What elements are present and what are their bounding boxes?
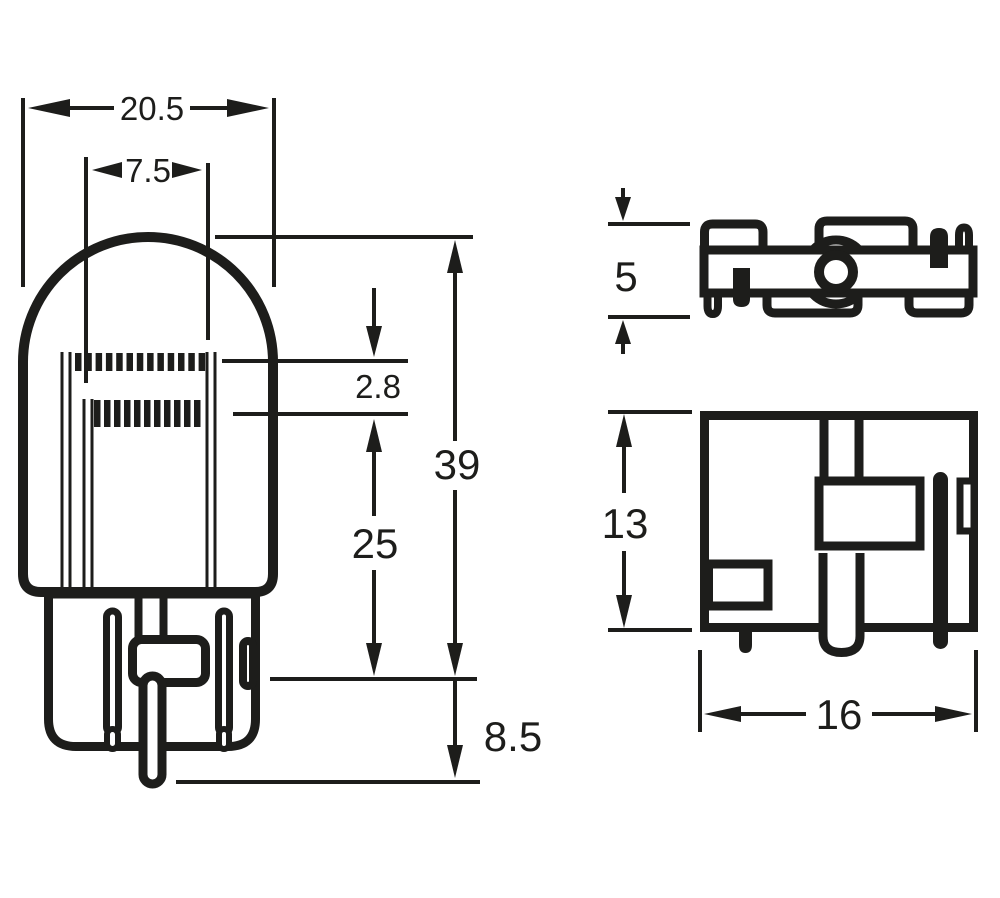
base-right-tab	[239, 637, 257, 690]
bottom-tab-center	[762, 290, 863, 318]
arrowhead-down	[615, 197, 631, 221]
arrowhead-right	[227, 99, 269, 117]
arrowhead-down	[366, 326, 382, 357]
dim-label-overall-length: 39	[434, 441, 481, 488]
dimension-side-height: 13	[602, 410, 692, 632]
base-slot-left	[103, 607, 122, 737]
arrowhead-down	[366, 643, 382, 676]
arrowhead-left	[28, 99, 70, 117]
base-top-view: 5	[608, 188, 978, 354]
filament-coil-upper	[75, 353, 206, 371]
arrowhead-left	[704, 706, 741, 722]
arrowhead-right	[935, 706, 972, 722]
base-slot-left-lower	[104, 726, 121, 752]
dimension-base-height: 5	[608, 188, 690, 354]
arrowhead-down	[447, 643, 463, 676]
dim-label-side-height: 13	[602, 500, 649, 547]
contact-wire-side	[933, 472, 948, 649]
base-center-stem	[134, 592, 168, 640]
dimension-side-width: 16	[698, 650, 978, 738]
glass-seat-box	[814, 476, 925, 551]
dimension-filament-spacing: 2.8	[222, 288, 408, 416]
glass-channel	[819, 415, 864, 480]
dim-label-bulb-diameter: 20.5	[120, 90, 184, 127]
wedge-tongue	[138, 671, 167, 789]
glass-wedge-slot	[818, 553, 865, 658]
dimension-glass-length: 25	[352, 419, 399, 676]
bottom-nub	[739, 628, 752, 653]
arrowhead-down	[616, 595, 632, 628]
lower-left-recess	[704, 559, 773, 611]
filament-support-wires	[60, 352, 217, 590]
contact-wire-bottom	[733, 268, 750, 307]
contact-wire-top	[930, 228, 948, 268]
arrowhead-up	[447, 240, 463, 273]
arrowhead-left	[92, 162, 122, 178]
arrowhead-up	[615, 320, 631, 344]
dimension-overall-length: 39	[434, 240, 481, 676]
dim-label-side-width: 16	[816, 691, 863, 738]
dimension-filament-width: 7.5	[84, 152, 210, 383]
dim-label-filament-width: 7.5	[125, 152, 171, 189]
arrowhead-right	[172, 162, 202, 178]
dim-label-filament-spacing: 2.8	[355, 368, 401, 405]
arrowhead-down	[447, 745, 463, 778]
top-tab-left	[700, 219, 768, 254]
dim-label-glass-length: 25	[352, 520, 399, 567]
base-slot-right-lower	[216, 726, 232, 752]
bulb-front-view: 20.5 7.5 2.8 25	[18, 90, 542, 789]
right-wall-notch	[956, 477, 978, 535]
dim-label-base-height: 5	[614, 253, 637, 300]
base-side-view: 13 16	[602, 410, 978, 738]
dimension-base-length: 8.5	[447, 681, 542, 778]
dimension-bulb-diameter: 20.5	[21, 90, 276, 287]
glass-stem-circle	[814, 250, 858, 294]
top-tab-right-small	[955, 223, 973, 252]
arrowhead-up	[366, 419, 382, 452]
top-tab-center	[814, 216, 918, 254]
base-slot-right	[215, 607, 233, 737]
bottom-tab-right	[904, 290, 974, 318]
dim-label-base-length: 8.5	[484, 713, 542, 760]
bottom-tab-left-small	[703, 290, 722, 319]
arrowhead-up	[616, 414, 632, 447]
filament-coil-lower	[94, 400, 201, 427]
